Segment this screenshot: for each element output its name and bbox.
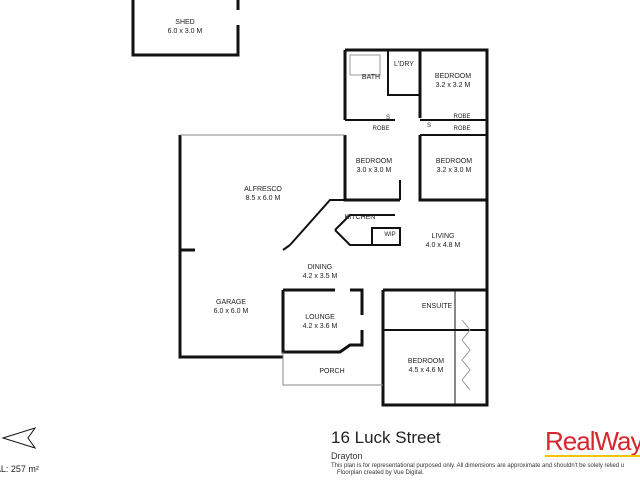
suburb: Drayton: [331, 451, 363, 461]
room-name: LIVING: [431, 233, 455, 240]
room-robe-2: ROBE: [453, 125, 470, 134]
room-bath: BATH: [362, 73, 380, 82]
room-kitchen: KITCHEN: [345, 213, 376, 222]
room-size: 3.2 x 3.0 M: [436, 167, 472, 174]
room-garage: GARAGE 6.0 x 6.0 M: [214, 298, 249, 316]
room-name: S: [385, 115, 391, 121]
room-size: 8.5 x 6.0 M: [245, 195, 281, 202]
room-alfresco: ALFRESCO 8.5 x 6.0 M: [244, 185, 282, 203]
north-arrow-icon: [1, 427, 37, 449]
room-porch: PORCH: [319, 367, 344, 376]
room-size: 4.2 x 3.5 M: [302, 273, 338, 280]
room-name: DINING: [307, 264, 333, 271]
room-dining: DINING 4.2 x 3.5 M: [303, 263, 338, 281]
room-name: L'DRY: [394, 61, 414, 68]
room-shed: SHED 6.0 x 3.0 M: [168, 18, 203, 36]
room-robe-3: ROBE: [372, 125, 389, 134]
room-wip: WIP: [384, 231, 395, 240]
room-robe-1: ROBE: [453, 113, 470, 122]
room-laundry: L'DRY: [394, 60, 414, 69]
room-size: 4.2 x 3.6 M: [302, 323, 338, 330]
room-size: 3.2 x 3.2 M: [435, 82, 471, 89]
room-name: WIP: [384, 232, 396, 238]
room-size: 4.5 x 4.6 M: [408, 367, 444, 374]
room-name: KITCHEN: [344, 214, 376, 221]
walls: [1, 0, 489, 449]
disclaimer: This plan is for representational purpos…: [331, 463, 624, 477]
credit-text: Floorplan created by Vue Digital.: [337, 470, 424, 476]
room-name: ENSUITE: [421, 303, 453, 310]
room-name: PORCH: [319, 368, 345, 375]
room-name: LOUNGE: [305, 314, 335, 321]
realway-logo: RealWay: [545, 426, 640, 456]
room-name: ALFRESCO: [244, 186, 282, 193]
room-name: BATH: [361, 74, 381, 81]
address: 16 Luck Street: [331, 428, 441, 447]
room-name: GARAGE: [216, 299, 246, 306]
disclaimer-text: This plan is for representational purpos…: [331, 463, 625, 469]
room-name: ROBE: [453, 126, 471, 132]
room-name: SHED: [175, 19, 195, 26]
logo-underline: [545, 455, 640, 457]
room-living: LIVING 4.0 x 4.8 M: [426, 232, 461, 250]
room-storage-2: S: [427, 122, 431, 131]
room-name: ROBE: [453, 114, 471, 120]
room-storage-1: S: [386, 114, 390, 123]
room-bedroom-1: BEDROOM 3.2 x 3.2 M: [435, 72, 471, 90]
room-bedroom-3: BEDROOM 3.2 x 3.0 M: [436, 157, 472, 175]
room-name: BEDROOM: [355, 158, 393, 165]
total-area: TAL: 257 m²: [0, 464, 39, 474]
shed-walls: [131, 0, 240, 57]
room-size: 3.0 x 3.0 M: [356, 167, 392, 174]
room-bedroom-2: BEDROOM 3.0 x 3.0 M: [356, 157, 392, 175]
room-name: S: [426, 123, 432, 129]
room-name: BEDROOM: [435, 158, 473, 165]
room-size: 4.0 x 4.8 M: [425, 242, 461, 249]
room-name: ROBE: [372, 126, 390, 132]
room-name: BEDROOM: [407, 358, 445, 365]
room-master-bedroom: BEDROOM 4.5 x 4.6 M: [408, 357, 444, 375]
room-lounge: LOUNGE 4.2 x 3.6 M: [303, 313, 338, 331]
room-name: BEDROOM: [434, 73, 472, 80]
room-size: 6.0 x 6.0 M: [213, 308, 249, 315]
room-ensuite: ENSUITE: [422, 302, 452, 311]
room-size: 6.0 x 3.0 M: [167, 28, 203, 35]
